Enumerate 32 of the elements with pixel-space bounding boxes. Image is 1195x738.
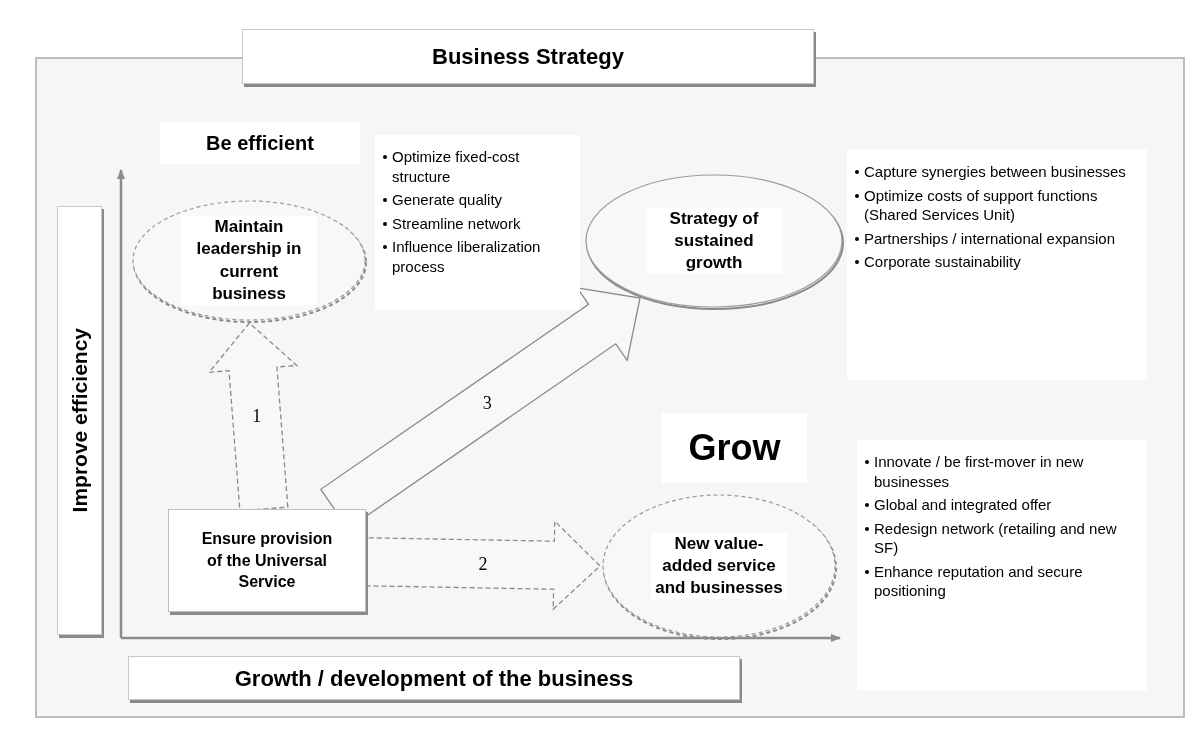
bullet-list-panel <box>375 135 580 310</box>
bullet-item: Partnerships / international expansion <box>864 228 1115 248</box>
heading-text: Improve efficiency <box>66 328 92 513</box>
block-arrow <box>207 322 299 512</box>
node-text: New value-added service and businesses <box>651 532 787 600</box>
heading-text: Growth / development of the business <box>234 664 634 693</box>
axis-title-bar <box>57 206 102 635</box>
bullet-item: Optimize fixed-cost structure <box>392 147 521 186</box>
axis-title-bar <box>128 656 740 700</box>
node-text: Strategy of sustained growth <box>646 207 782 275</box>
node-text: Maintain leadership in current business <box>181 216 317 305</box>
bullet-item: Generate quality <box>392 190 503 210</box>
title-box <box>242 29 814 84</box>
bullet-item: Redesign network (retailing and new SF) <box>874 518 1118 558</box>
goal-ellipse <box>130 198 368 323</box>
goal-ellipse <box>583 172 845 310</box>
quadrant-heading: Be efficient <box>160 122 360 164</box>
bullet-item: Capture synergies between businesses <box>864 162 1126 182</box>
bullet-item: Optimize costs of support functions (Shared Services Unit) <box>864 185 1099 225</box>
bullet-list-panel <box>847 150 1147 380</box>
goal-ellipse <box>600 492 838 640</box>
bullet-item: Corporate sustainability <box>864 252 1021 272</box>
bullet-list-panel <box>857 440 1147 690</box>
bullet-item: Enhance reputation and secure positioning <box>874 561 1084 601</box>
heading-text: Business Strategy <box>432 43 624 71</box>
bullet-item: Global and integrated offer <box>874 495 1052 515</box>
bullet-item: Innovate / be first-mover in new businesses <box>874 452 1085 491</box>
bullet-item: Streamline network <box>392 213 521 233</box>
node-text: Ensure provision of the Universal Service <box>200 529 334 593</box>
quadrant-heading: Grow <box>662 413 807 483</box>
bullet-item: Influence liberalization process <box>392 237 542 276</box>
process-box <box>168 509 366 612</box>
